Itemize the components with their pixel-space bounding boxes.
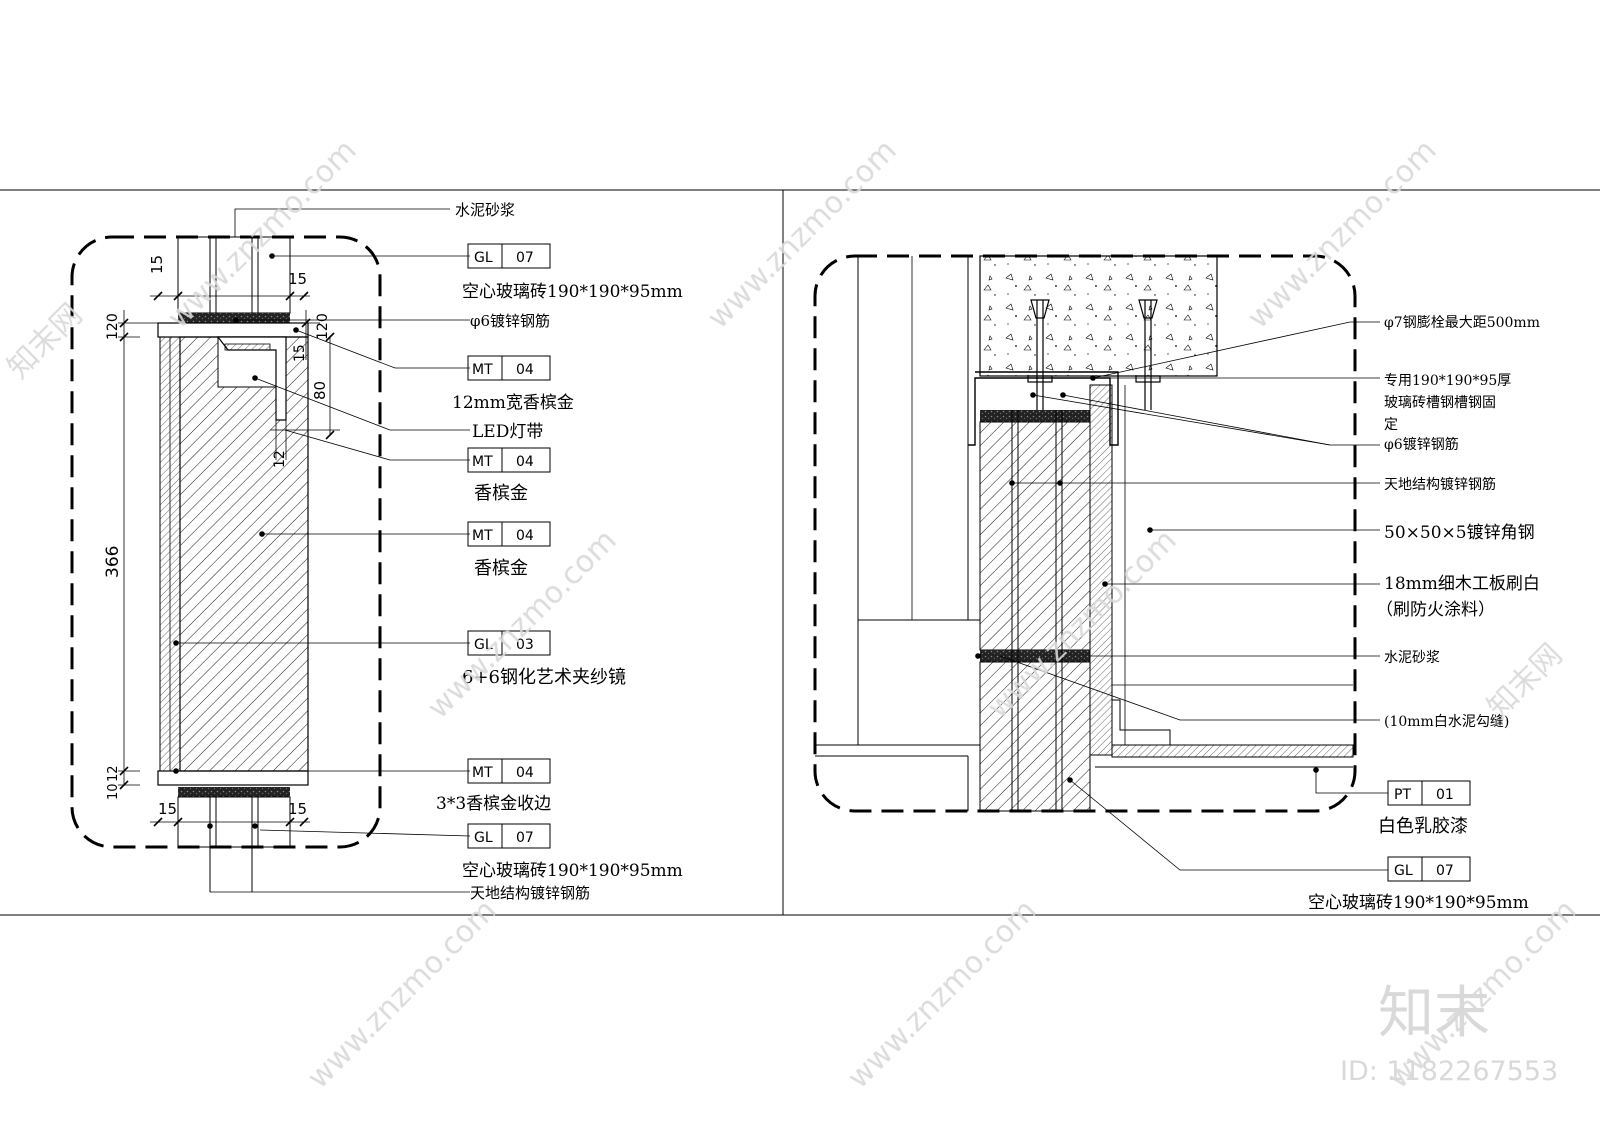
- material-tag-gl03: GL 03: [467, 630, 551, 656]
- label-rebar-right: φ6镀锌钢筋: [1384, 436, 1459, 453]
- brand-logo: 知末 ID: 1182267553: [1340, 981, 1558, 1087]
- label-led: LED灯带: [472, 422, 543, 442]
- watermark-site: www.znzmo.com: [701, 133, 904, 336]
- label-plywood-1: 18mm细木工板刷白: [1384, 574, 1540, 594]
- svg-text:MT: MT: [472, 528, 493, 544]
- leaders-left: [176, 208, 471, 837]
- leaders-right: [999, 321, 1388, 871]
- leader-dots-right: [975, 375, 1319, 783]
- label-rebar-top: φ6镀锌钢筋: [470, 312, 550, 330]
- glass-brick-upper: [979, 421, 1091, 651]
- cement-mortar-top: [178, 313, 290, 323]
- watermark-site: www.znzmo.com: [161, 133, 364, 336]
- label-betel-a: 香槟金: [474, 483, 528, 504]
- label-paint: 白色乳胶漆: [1378, 816, 1468, 837]
- dim-15-top-left: 15: [148, 255, 166, 274]
- glass-brick-lower: [979, 661, 1091, 812]
- label-channel-2: 玻璃砖槽钢槽钢固: [1384, 394, 1496, 411]
- label-glass-brick-bottom: 空心玻璃砖190*190*95mm: [462, 861, 683, 881]
- svg-text:07: 07: [1436, 863, 1454, 879]
- watermark-site: www.znzmo.com: [841, 893, 1044, 1096]
- material-tag-gl07-bottom: GL 07: [467, 823, 551, 849]
- svg-text:07: 07: [516, 250, 534, 266]
- dim-15-bottom-right: 15: [288, 800, 307, 818]
- dim-15-top-right: 15: [288, 270, 307, 288]
- dim-366: 366: [103, 546, 123, 578]
- label-betel-b: 香槟金: [474, 558, 528, 579]
- dim-10: 10: [106, 783, 121, 800]
- svg-text:04: 04: [516, 454, 534, 470]
- label-betel-12: 12mm宽香槟金: [452, 393, 574, 413]
- dim-12-top: 12: [272, 450, 288, 468]
- svg-text:04: 04: [516, 528, 534, 544]
- material-tag-mt04-d: MT 04: [467, 758, 551, 784]
- label-angle-steel: 50×50×5镀锌角钢: [1384, 523, 1535, 543]
- label-mirror: 6+6钢化艺术夹纱镜: [462, 667, 626, 688]
- watermark-brand: 知末网: [1481, 637, 1569, 725]
- anchor-bolts: [1027, 299, 1161, 410]
- logo-text: 知末: [1378, 981, 1490, 1046]
- betel-frame-bottom: [157, 770, 309, 786]
- svg-text:04: 04: [516, 362, 534, 378]
- ceiling-finish: [1111, 744, 1354, 758]
- svg-text:01: 01: [1436, 787, 1454, 803]
- watermark-brand: 知末网: [1, 297, 89, 385]
- label-joint: (10mm白水泥勾缝): [1384, 714, 1509, 730]
- material-tag-mt04-b: MT 04: [467, 447, 551, 473]
- label-cement-top: 水泥砂浆: [455, 201, 515, 219]
- svg-text:GL: GL: [474, 250, 493, 266]
- right-detail: PT 01 GL 07 φ7钢膨栓最大距500mm 专用190*190*95厚 …: [813, 254, 1540, 913]
- cement-mortar-top-right: [980, 410, 1090, 422]
- cement-mortar-bottom: [178, 787, 290, 797]
- label-glass-brick-top: 空心玻璃砖190*190*95mm: [462, 282, 683, 302]
- watermark-site: www.znzmo.com: [421, 523, 624, 726]
- material-tag-pt01: PT 01: [1387, 780, 1471, 806]
- watermark-site: www.znzmo.com: [1241, 133, 1444, 336]
- left-detail: 15 15 120 120 15 80 12 366 12 10 15 15: [70, 201, 683, 902]
- dim-120-right: 120: [315, 313, 331, 340]
- glass-brick-bottom: [177, 796, 470, 893]
- label-betel-edge: 3*3香槟金收边: [436, 794, 551, 814]
- svg-text:07: 07: [516, 830, 534, 846]
- material-tag-mt04-c: MT 04: [467, 521, 551, 547]
- betel-panel: [179, 336, 309, 772]
- svg-text:04: 04: [516, 765, 534, 781]
- svg-text:GL: GL: [1394, 863, 1413, 879]
- label-bolt: φ7钢膨栓最大距500mm: [1384, 314, 1540, 331]
- plywood-board: [1089, 384, 1113, 756]
- image-id: ID: 1182267553: [1340, 1056, 1558, 1087]
- dimensions-left: [118, 295, 340, 823]
- dim-15-bottom-left: 15: [158, 800, 177, 818]
- label-channel-1: 专用190*190*95厚: [1384, 373, 1511, 389]
- label-cement-right: 水泥砂浆: [1384, 650, 1440, 666]
- material-tag-gl07-right: GL 07: [1387, 856, 1471, 882]
- label-rebar-bottom: 天地结构镀锌钢筋: [470, 884, 590, 902]
- dim-15-mid: 15: [292, 344, 308, 362]
- svg-text:MT: MT: [472, 454, 493, 470]
- svg-text:GL: GL: [474, 830, 493, 846]
- dim-80: 80: [311, 381, 329, 400]
- svg-text:03: 03: [516, 637, 534, 653]
- label-structural-rebar: 天地结构镀锌钢筋: [1384, 476, 1496, 493]
- svg-text:MT: MT: [472, 765, 493, 781]
- label-channel-3: 定: [1384, 417, 1398, 433]
- dim-12-bottom: 12: [106, 765, 121, 782]
- svg-text:PT: PT: [1394, 787, 1411, 803]
- material-tag-gl07-top: GL 07: [467, 243, 551, 269]
- svg-text:MT: MT: [472, 362, 493, 378]
- material-tag-mt04-a: MT 04: [467, 355, 551, 381]
- dim-120-left: 120: [105, 313, 121, 340]
- ceiling-slab: [979, 255, 1218, 377]
- label-plywood-2: （刷防火涂料）: [1376, 600, 1495, 620]
- svg-text:GL: GL: [474, 637, 493, 653]
- label-glass-brick-right: 空心玻璃砖190*190*95mm: [1308, 893, 1529, 913]
- leader-dots-left: [173, 253, 299, 829]
- led-strip: [224, 343, 271, 351]
- sheet-frame: [0, 189, 1600, 916]
- watermark-site: www.znzmo.com: [301, 893, 504, 1096]
